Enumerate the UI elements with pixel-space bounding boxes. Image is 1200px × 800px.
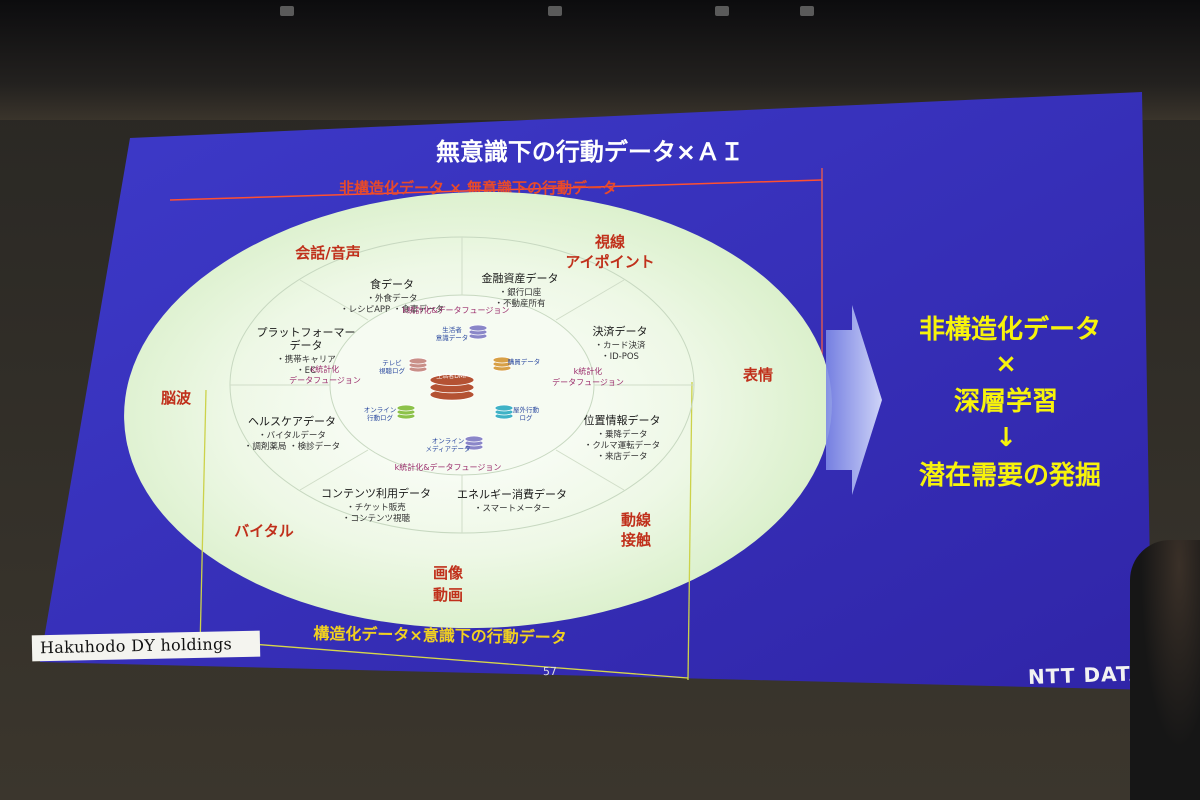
data-segments: 食データ・外食データ・レシピAPP ・食事データ金融資産データ・銀行口座・不動産…	[244, 271, 661, 524]
ceiling-light	[280, 6, 294, 16]
database-icon-layer	[464, 435, 484, 443]
inner-data-node: オンライン行動ログ	[364, 404, 416, 422]
database-icon-layer	[429, 374, 475, 386]
data-segment: コンテンツ利用データ・チケット販売・コンテンツ視聴	[321, 486, 431, 524]
right-arrow-icon	[826, 305, 882, 495]
inner-node-label: 生活者意識データ	[436, 325, 469, 342]
data-segment: 金融資産データ・銀行口座・不動産所有	[482, 271, 559, 309]
database-icon-layer	[492, 356, 512, 364]
segment-item: ・スマートメーター	[474, 504, 550, 514]
divider	[555, 279, 625, 321]
segment-item: ・不動産所有	[494, 298, 545, 309]
label-gaze: 視線アイポイント	[565, 233, 654, 271]
inner-data-node: テレビ視聴ログ	[379, 357, 428, 375]
bottom-range-right-bar	[687, 381, 693, 681]
ceiling-light	[548, 6, 562, 16]
ntt-data-logo: NTT DATA	[1027, 660, 1146, 690]
fusion-label-bottom: k統計化&データフュージョン	[395, 462, 502, 472]
right-line-unstructured: 非構造化データ	[919, 314, 1101, 345]
inner-data-node: 生活者意識データ	[436, 324, 488, 342]
segment-title: 金融資産データ	[482, 271, 559, 285]
ceiling-light	[800, 6, 814, 16]
segment-item: ・コンテンツ視聴	[342, 513, 411, 524]
fusion-label-left: k統計化データフュージョン	[289, 364, 361, 385]
database-icon-layer	[468, 324, 488, 332]
inner-node-label: 購買データ	[508, 357, 541, 366]
segment-item: ・EC	[296, 366, 316, 376]
segment-item: ・乗降データ	[596, 429, 647, 440]
database-icon-layer	[494, 404, 514, 412]
inner-node-label: オンラインメディアデータ	[425, 437, 470, 453]
top-range-label: 非構造化データ × 無意識下の行動データ	[339, 179, 617, 197]
bottom-range-line	[199, 639, 689, 679]
label-image-video: 画像動画	[433, 564, 464, 604]
right-line-deep-learning: 深層学習	[954, 386, 1058, 417]
inner-node-label: オンライン行動ログ	[364, 406, 397, 422]
bottom-range-label: 構造化データ×意識下の行動データ	[313, 624, 567, 647]
segment-title: ヘルスケアデータ	[248, 414, 336, 428]
presenter-silhouette	[1130, 540, 1200, 800]
slide-title: 無意識下の行動データ×ＡＩ	[436, 138, 744, 166]
data-segment: 位置情報データ・乗降データ・クルマ運転データ・来店データ	[584, 413, 661, 462]
segment-item: ・調剤薬局 ・検診データ	[244, 441, 340, 452]
segment-title: 位置情報データ	[584, 413, 661, 427]
inner-data-node: オンラインメディアデータ	[425, 435, 484, 453]
center-dmp-node: 生活者DMP	[429, 372, 475, 401]
center-node-label: 生活者DMP	[436, 372, 468, 380]
segment-title: コンテンツ利用データ	[321, 486, 431, 500]
right-line-times: ×	[995, 349, 1017, 379]
label-vital: バイタル	[234, 522, 293, 540]
label-conversation: 会話/音声	[295, 244, 360, 262]
segment-item: ・来店データ	[596, 451, 647, 462]
bottom-range-left-bar	[199, 389, 207, 649]
inner-node-label: 屋外行動ログ	[513, 405, 540, 422]
divider	[555, 449, 625, 491]
database-icon-layer	[396, 404, 416, 412]
inner-data-node: 屋外行動ログ	[494, 404, 540, 422]
inner-node-label: テレビ視聴ログ	[379, 358, 406, 375]
segment-item: ・ID-POS	[601, 352, 639, 362]
inner-data-node: 購買データ	[492, 356, 541, 372]
segment-item: ・クルマ運転データ	[584, 440, 660, 451]
data-segment: 食データ・外食データ・レシピAPP ・食事データ	[340, 277, 444, 315]
segment-title: プラットフォーマーデータ	[257, 326, 356, 352]
label-brainwave: 脳波	[161, 389, 192, 407]
ceiling-light	[715, 6, 729, 16]
segment-title: エネルギー消費データ	[457, 487, 567, 501]
label-flow: 動線接触	[621, 511, 651, 549]
segment-item: ・バイタルデータ	[258, 430, 326, 441]
database-icon-layer	[408, 357, 428, 365]
segment-item: ・銀行口座	[499, 287, 542, 298]
data-segment: プラットフォーマーデータ・携帯キャリア・EC	[257, 326, 356, 376]
top-range-line	[169, 179, 823, 201]
segment-title: 決済データ	[593, 324, 648, 338]
fusion-label-top: k統計化&データフュージョン	[403, 305, 510, 315]
hakuhodo-logo: Hakuhodo DY holdings	[31, 630, 261, 662]
segment-item: ・レシピAPP ・食事データ	[340, 304, 444, 315]
segment-title: 食データ	[370, 277, 414, 291]
data-segment: 決済データ・カード決済・ID-POS	[593, 324, 648, 362]
fusion-label-right: k統計化データフュージョン	[552, 366, 624, 387]
divider	[299, 449, 369, 491]
data-segment: エネルギー消費データ・スマートメーター	[457, 487, 567, 514]
segment-item: ・携帯キャリア	[276, 354, 336, 365]
divider	[299, 279, 369, 321]
down-arrow-icon: ↓	[995, 423, 1017, 453]
segment-item: ・カード決済	[594, 340, 646, 351]
label-expression: 表情	[743, 366, 773, 384]
page-number: 57	[542, 664, 558, 679]
data-segment: ヘルスケアデータ・バイタルデータ・調剤薬局 ・検診データ	[244, 414, 340, 452]
segment-item: ・チケット販売	[346, 502, 406, 513]
right-line-latent-demand: 潜在需要の発掘	[919, 461, 1101, 491]
segment-item: ・外食データ	[366, 293, 417, 304]
